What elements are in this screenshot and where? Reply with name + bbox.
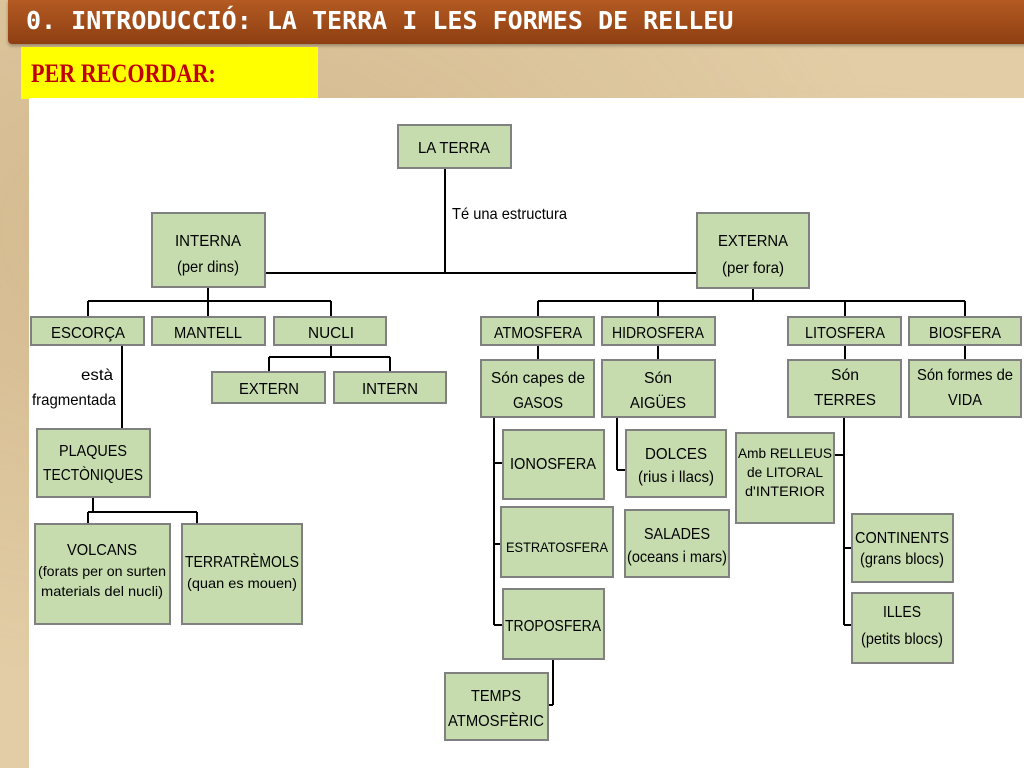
node-relleus-line2: de LITORAL <box>747 464 823 480</box>
node-volcans-line1: VOLCANS <box>67 542 137 559</box>
node-dolces-line2: (rius i llacs) <box>638 469 714 486</box>
node-temps-atmosferic <box>444 672 549 741</box>
node-atmosfera-label: ATMOSFERA <box>494 325 582 342</box>
node-biosfera-label: BIOSFERA <box>929 325 1001 342</box>
node-troposfera-label: TROPOSFERA <box>505 618 601 635</box>
node-aigues-line1: Són <box>644 370 672 387</box>
node-interna-line1: INTERNA <box>175 233 241 250</box>
per-recordar-label: PER RECORDAR: <box>31 59 216 88</box>
node-relleus <box>735 432 835 524</box>
node-salades-line2: (oceans i mars) <box>627 549 727 566</box>
node-vida-line2: VIDA <box>948 392 982 409</box>
node-plaques-line2: TECTÒNIQUES <box>43 465 143 484</box>
node-terres <box>787 359 902 418</box>
node-continents-line2: (grans blocs) <box>860 551 944 568</box>
slide-title: 0. INTRODUCCIÓ: LA TERRA I LES FORMES DE… <box>26 6 734 35</box>
node-continents-line1: CONTINENTS <box>855 530 949 547</box>
node-capes-gasos-line1: Són capes de <box>491 370 585 387</box>
node-mantell <box>151 316 266 346</box>
node-continents <box>851 513 954 583</box>
node-nucli-label: NUCLI <box>308 325 354 342</box>
node-intern-label: INTERN <box>362 381 418 398</box>
node-plaques-tectoniques <box>36 428 151 498</box>
node-aigues-line2: AIGÜES <box>630 394 686 412</box>
node-temps-line2: ATMOSFÈRIC <box>448 711 544 730</box>
node-terres-line1: Són <box>831 367 859 384</box>
node-volcans-line2: (forats per on surten <box>38 563 166 579</box>
node-ionosfera <box>502 429 605 500</box>
node-extern-label: EXTERN <box>239 381 299 398</box>
node-plaques-line1: PLAQUES <box>59 443 127 460</box>
node-capes-gasos <box>480 359 595 418</box>
node-la-terra-label: LA TERRA <box>418 140 490 157</box>
title-bar: 0. INTRODUCCIÓ: LA TERRA I LES FORMES DE… <box>8 0 1024 44</box>
node-mantell-label: MANTELL <box>174 325 242 342</box>
node-illes-line2: (petits blocs) <box>861 631 943 648</box>
node-extern <box>211 371 326 404</box>
node-illes-line1: ILLES <box>883 604 921 621</box>
node-ionosfera-label: IONOSFERA <box>510 456 596 473</box>
node-interna <box>151 212 266 288</box>
node-dolces <box>625 429 727 498</box>
node-estratosfera-label: ESTRATOSFERA <box>506 539 609 555</box>
node-capes-gasos-line2: GASOS <box>513 395 563 412</box>
per-recordar-badge: PER RECORDAR: <box>21 47 318 99</box>
node-litosfera-label: LITOSFERA <box>805 325 885 342</box>
node-terratremols <box>181 523 303 625</box>
node-externa <box>696 212 810 289</box>
edge-label-estructura: Té una estructura <box>452 206 567 223</box>
node-estratosfera <box>500 506 614 578</box>
connectors <box>87 168 966 706</box>
node-terratremols-line2: (quan es mouen) <box>187 575 297 591</box>
node-intern <box>333 371 447 404</box>
node-litosfera <box>787 316 902 346</box>
node-terratremols-line1: TERRATRÈMOLS <box>185 552 299 571</box>
node-illes <box>851 592 954 664</box>
node-escorca <box>30 316 145 346</box>
node-atmosfera <box>480 316 595 346</box>
node-vida <box>908 359 1022 418</box>
edge-label-esta: està <box>81 367 113 384</box>
node-volcans-line3: materials del nucli) <box>41 583 163 599</box>
node-volcans <box>34 523 171 625</box>
node-salades <box>624 509 730 578</box>
node-relleus-line1: Amb RELLEUS <box>738 445 832 461</box>
node-nucli <box>273 316 387 346</box>
node-biosfera <box>908 316 1022 346</box>
node-hidrosfera-label: HIDROSFERA <box>612 325 704 342</box>
node-vida-line1: Són formes de <box>917 367 1013 384</box>
node-salades-line1: SALADES <box>644 526 710 543</box>
node-externa-line2: (per fora) <box>722 260 784 277</box>
node-relleus-line3: d'INTERIOR <box>745 483 825 499</box>
node-terres-line2: TERRES <box>814 392 876 409</box>
node-externa-line1: EXTERNA <box>718 233 788 250</box>
node-aigues <box>601 359 716 418</box>
node-temps-line1: TEMPS <box>471 688 521 705</box>
node-interna-line2: (per dins) <box>177 259 239 276</box>
node-hidrosfera <box>601 316 716 346</box>
edge-label-fragmentada: fragmentada <box>32 392 116 409</box>
node-troposfera <box>502 588 605 660</box>
node-escorca-label: ESCORÇA <box>51 325 125 342</box>
node-la-terra <box>397 124 512 169</box>
node-dolces-line1: DOLCES <box>645 446 707 463</box>
